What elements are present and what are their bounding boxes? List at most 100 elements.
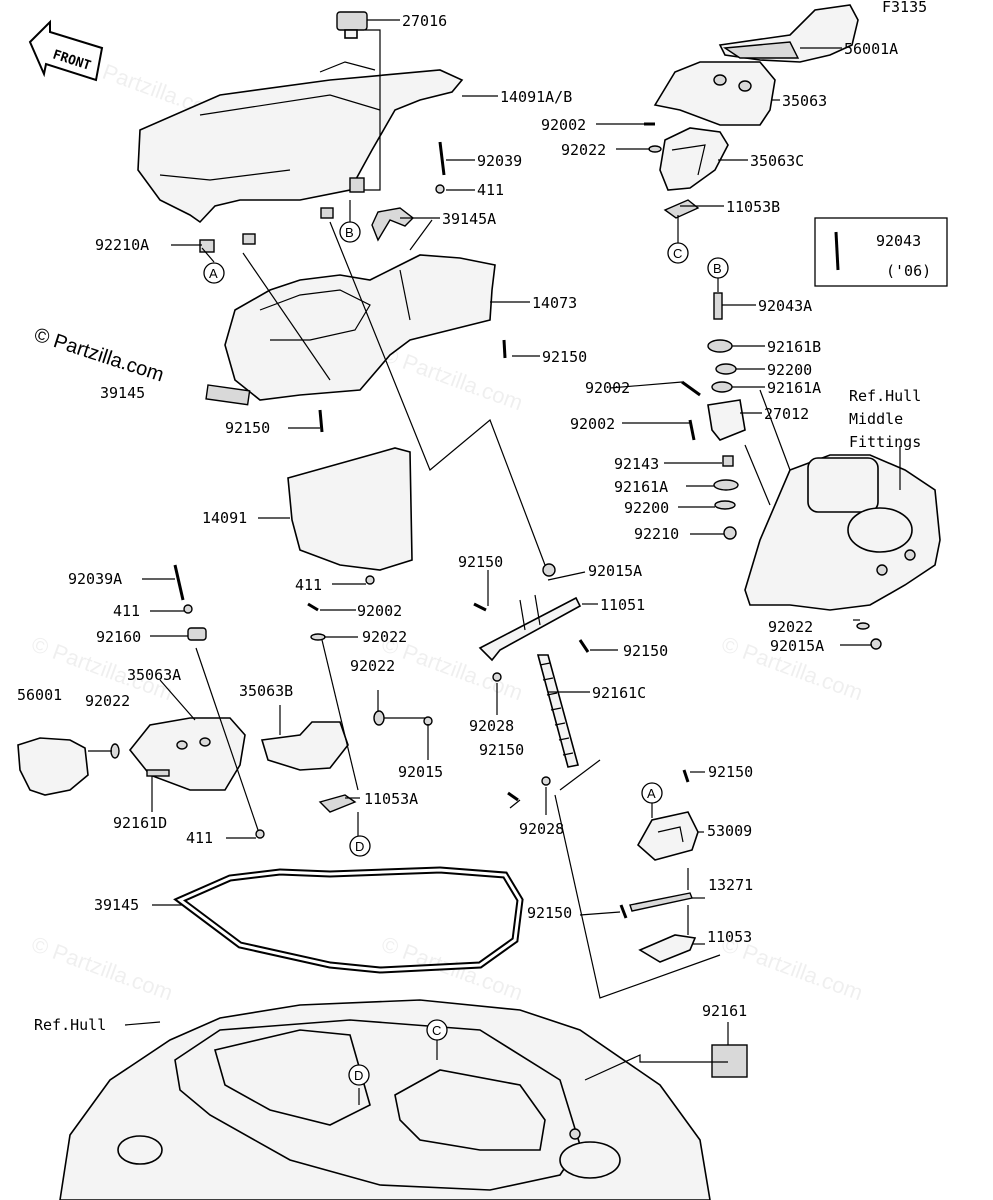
- watermarks: © Partzilla.com © Partzilla.com © Partzi…: [28, 51, 866, 1005]
- front-arrow-badge: FRONT: [28, 19, 104, 82]
- part-label: 92161: [702, 1002, 747, 1020]
- grommet-411-2: [183, 604, 193, 614]
- bolt-92150-5: [507, 791, 519, 802]
- part-label: 14073: [532, 294, 577, 312]
- part-label: 411: [186, 829, 213, 847]
- callout-D-2: D: [354, 1068, 363, 1083]
- part-label: 92150: [708, 763, 753, 781]
- bolt-92150-6: [682, 769, 690, 783]
- part-label: ('06): [886, 262, 931, 280]
- part-label: 92022: [85, 692, 130, 710]
- part-label: 27016: [402, 12, 447, 30]
- nut-92039: [349, 141, 446, 194]
- part-labels: 27016 56001A 14091A/B 35063 92002 92039 …: [17, 12, 931, 1020]
- bolt-92150-3: [473, 602, 487, 612]
- part-label: 92160: [96, 628, 141, 646]
- label-92161: [711, 1044, 748, 1078]
- fastener-stack: [681, 292, 746, 540]
- seat-cover-14091AB: [137, 61, 464, 224]
- part-label: 92210: [634, 525, 679, 543]
- part-label: 411: [295, 576, 322, 594]
- mirror-housing-35063A: [128, 717, 246, 791]
- callout-B-2: B: [713, 261, 722, 276]
- washer-92022-2: [856, 622, 870, 630]
- part-label: 411: [477, 181, 504, 199]
- plate-11053B: [663, 199, 700, 219]
- washer-92022: [648, 145, 662, 153]
- copyright-text: © Partzilla.com: [31, 324, 166, 387]
- ref-hull-middle-line1: Ref.Hull: [849, 387, 921, 405]
- grommet-411: [365, 575, 375, 585]
- part-label: 92200: [624, 499, 669, 517]
- callout-A: A: [209, 266, 218, 281]
- clip-92210A-3: [320, 207, 334, 219]
- part-label: 35063B: [239, 682, 293, 700]
- part-label: 92043A: [758, 297, 812, 315]
- part-label: 92161A: [614, 478, 668, 496]
- part-label: 92200: [767, 361, 812, 379]
- part-label: 92043: [876, 232, 921, 250]
- ref-hull-middle-line2: Middle: [849, 410, 903, 428]
- part-label: 411: [113, 602, 140, 620]
- bolt-92043: [834, 231, 840, 271]
- ref-hull: Ref.Hull: [34, 1016, 106, 1034]
- storage-tray-14073: [224, 254, 496, 401]
- washer-92022-4: [310, 633, 326, 641]
- part-label: 56001A: [844, 40, 898, 58]
- damper-92028-2: [541, 776, 551, 786]
- nut-92015: [423, 716, 433, 726]
- damper-92160: [187, 627, 207, 641]
- part-label: 53009: [707, 822, 752, 840]
- part-label: 39145: [100, 384, 145, 402]
- callout-A-2: A: [647, 786, 656, 801]
- bolt-92039A: [173, 564, 185, 601]
- seal-39145: [173, 866, 524, 974]
- seal-92161D: [146, 769, 170, 777]
- part-label: 35063C: [750, 152, 804, 170]
- mirror-bracket-35063C: [659, 127, 729, 191]
- seal-strip-39145: [205, 384, 251, 406]
- grommet-411-3: [255, 829, 265, 839]
- part-label: 11053: [707, 928, 752, 946]
- part-label: 92210A: [95, 236, 149, 254]
- plate-11053: [638, 934, 697, 963]
- latch-53009: [636, 811, 699, 861]
- bolt-92150-4: [578, 639, 590, 653]
- part-label: 35063A: [127, 666, 181, 684]
- part-label: 92150: [479, 741, 524, 759]
- mirror-56001A: [718, 4, 859, 63]
- part-label: 92002: [541, 116, 586, 134]
- part-label: 35063: [782, 92, 827, 110]
- hull-middle-fitting: [744, 454, 941, 611]
- callout-C: C: [673, 246, 682, 261]
- bolt-92150: [318, 409, 324, 433]
- part-label: 11053A: [364, 790, 418, 808]
- part-label: 92002: [357, 602, 402, 620]
- part-label: 11051: [600, 596, 645, 614]
- callout-C-2: C: [432, 1023, 441, 1038]
- part-label: 14091: [202, 509, 247, 527]
- part-label: 92161B: [767, 338, 821, 356]
- part-label: 92028: [519, 820, 564, 838]
- part-label: 92022: [362, 628, 407, 646]
- part-label: 39145A: [442, 210, 496, 228]
- part-label: 39145: [94, 896, 139, 914]
- leader-lines: [88, 19, 901, 1105]
- part-label: 92161C: [592, 684, 646, 702]
- part-label: 92039: [477, 152, 522, 170]
- part-label: 13271: [708, 876, 753, 894]
- damper-92028: [492, 672, 502, 682]
- part-label: 92002: [585, 379, 630, 397]
- plate-11053A: [318, 794, 357, 813]
- part-label: 92143: [614, 455, 659, 473]
- part-label: 56001: [17, 686, 62, 704]
- part-label: 92161D: [113, 814, 167, 832]
- ref-hull-middle-line3: Fittings: [849, 433, 921, 451]
- bolt-92150-7: [619, 904, 628, 919]
- part-label: 92150: [623, 642, 668, 660]
- part-label: 92015: [398, 763, 443, 781]
- watermark: © Partzilla.com: [28, 931, 176, 1005]
- bracket-11051: [478, 594, 582, 662]
- part-label: 92015A: [588, 562, 642, 580]
